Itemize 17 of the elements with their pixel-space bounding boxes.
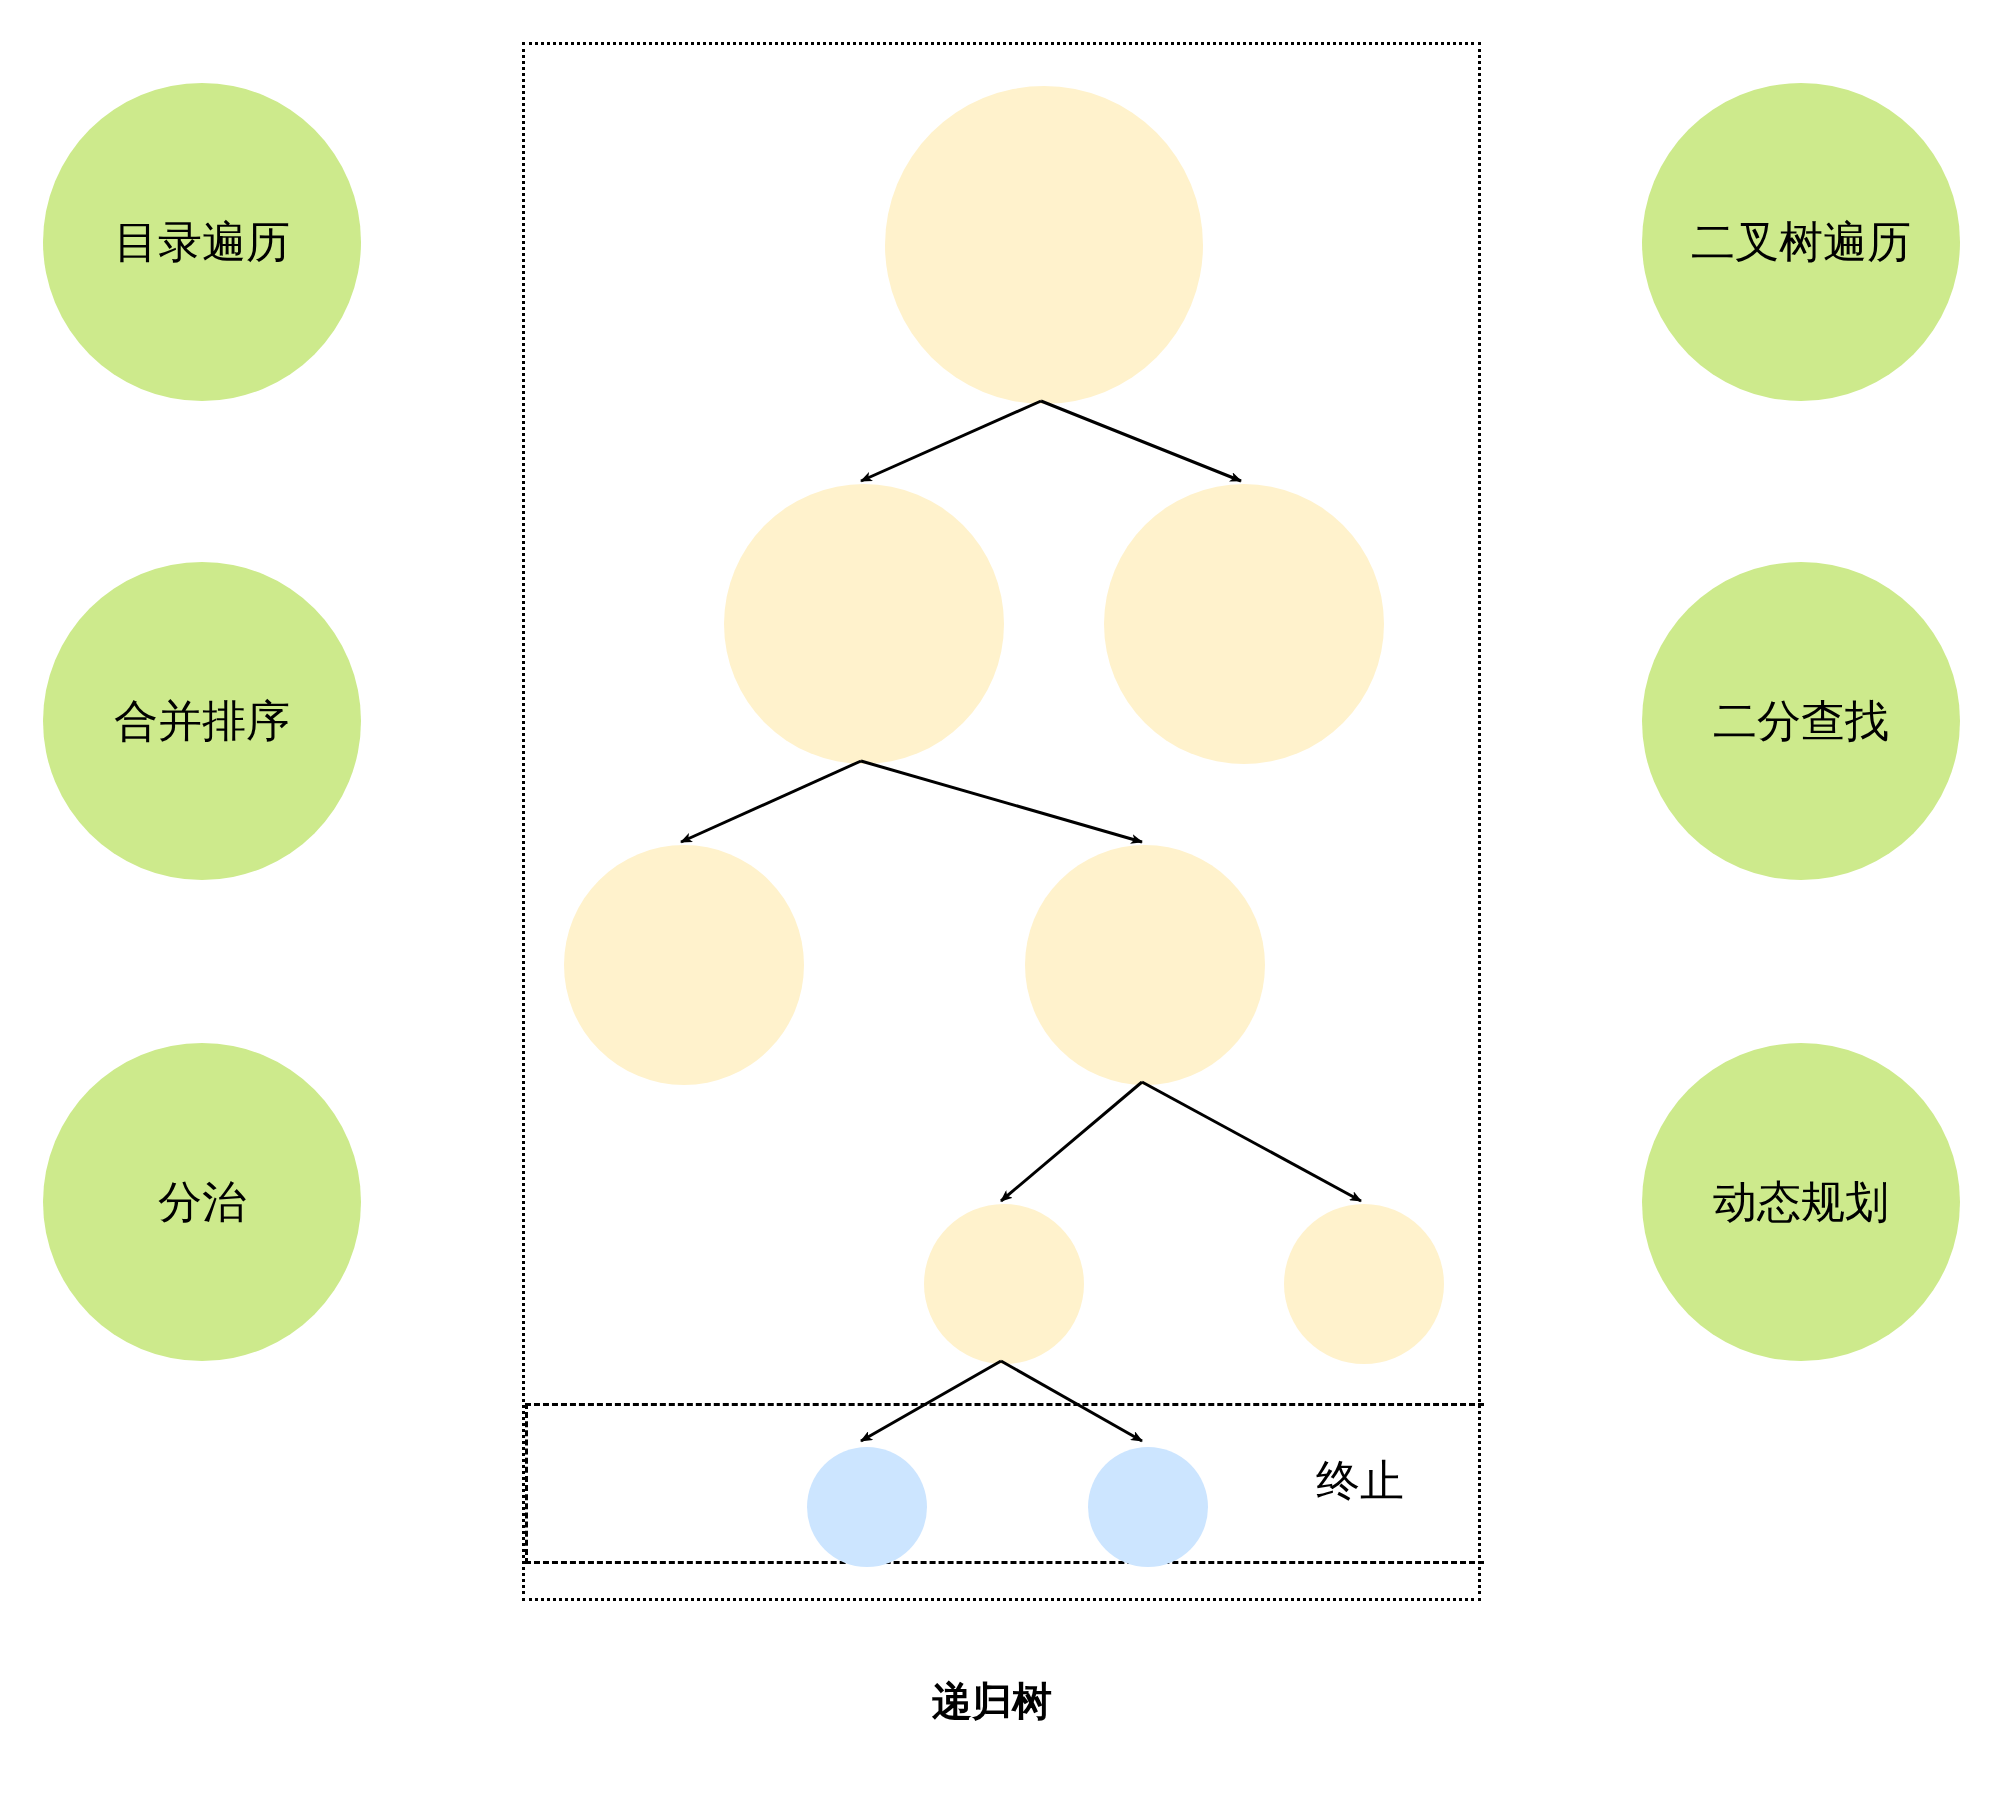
topic-label: 动态规划: [1713, 1174, 1889, 1229]
band-label: 终止: [1316, 1453, 1404, 1508]
arrow: [680, 759, 862, 844]
arrow: [1000, 1080, 1143, 1203]
arrow: [1040, 399, 1242, 483]
arrow: [1000, 1359, 1143, 1443]
arrow: [1141, 1080, 1362, 1203]
arrow: [860, 399, 1042, 483]
arrow: [860, 1359, 1002, 1443]
topic-label: 目录遍历: [114, 214, 290, 269]
topic-label: 分治: [158, 1174, 246, 1229]
topic-label: 二分查找: [1713, 693, 1889, 748]
arrow: [860, 759, 1143, 844]
topic-label: 二叉树遍历: [1691, 214, 1911, 269]
topic-label: 合并排序: [114, 693, 290, 748]
termination-band: [525, 1403, 1484, 1564]
tree-title: 递归树: [931, 1677, 1052, 1726]
